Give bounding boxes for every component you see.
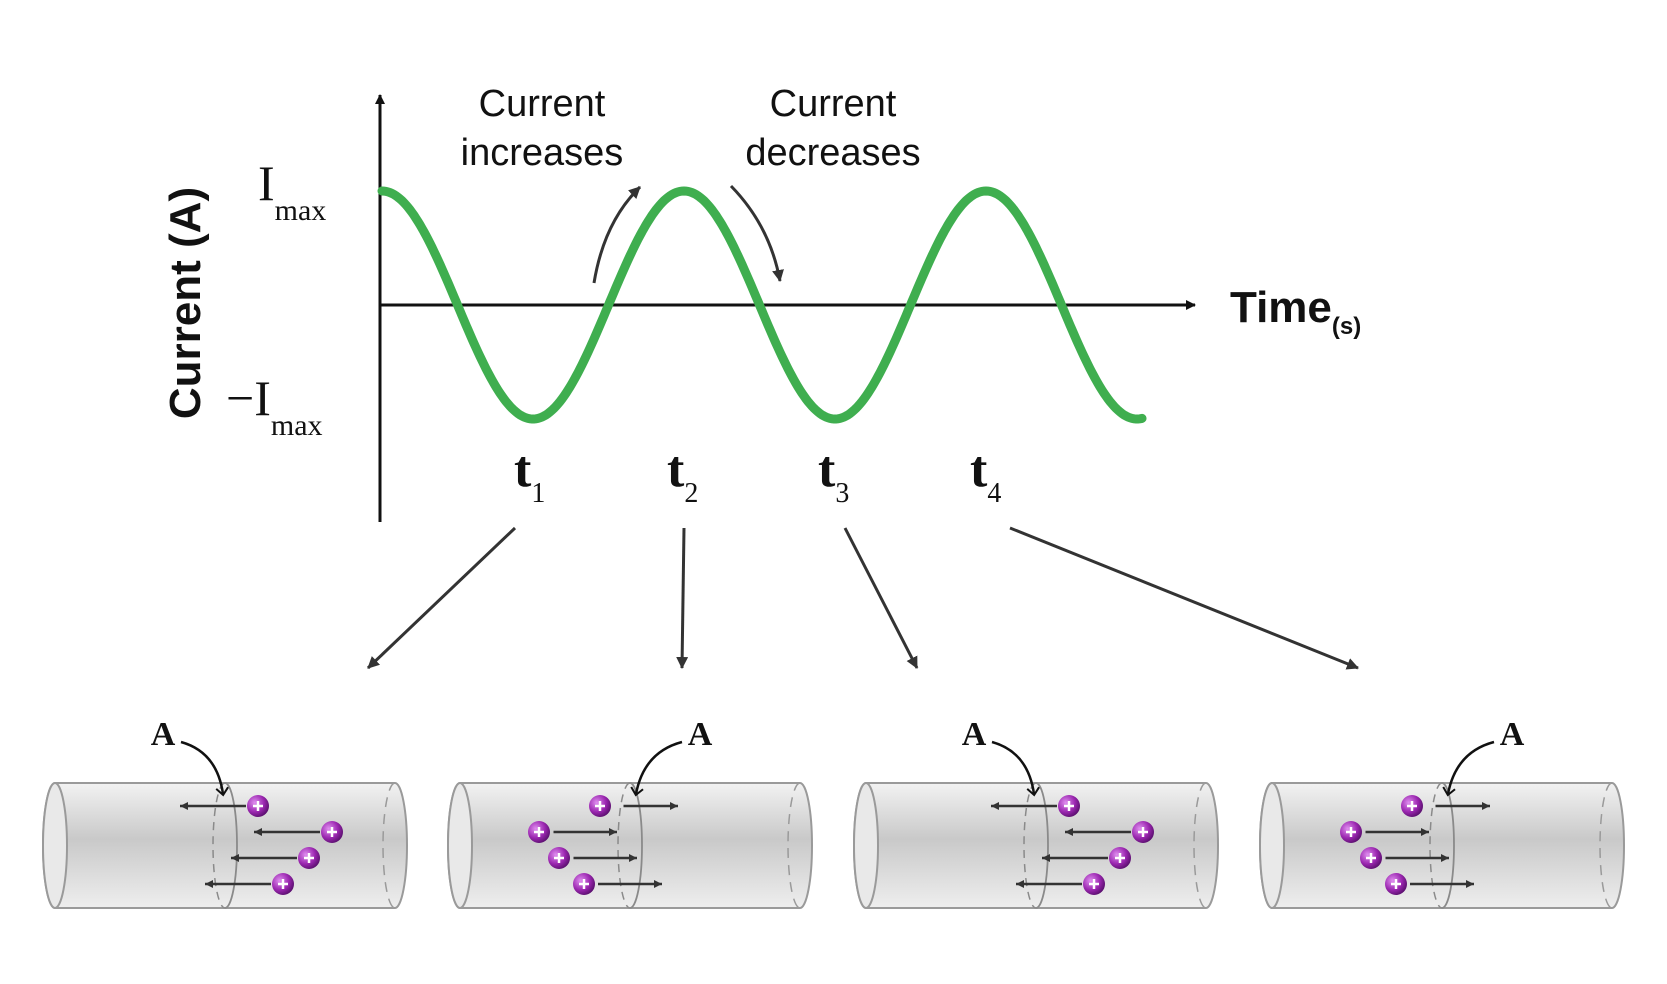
- wire-end: [853, 782, 879, 909]
- svg-text:t4: t4: [970, 441, 1001, 509]
- current-wave: [377, 186, 1147, 424]
- plus-sign-icon: [1407, 801, 1417, 811]
- wire-4: A: [1259, 716, 1625, 909]
- plus-sign-icon: [1391, 879, 1401, 889]
- pointer-arrow-t4: [1009, 526, 1359, 670]
- plus-sign-icon: [534, 827, 544, 837]
- pointer-arrow-t3: [843, 527, 919, 669]
- cross-section: [224, 782, 238, 909]
- plus-sign-icon: [1089, 879, 1099, 889]
- plus-sign-icon: [1366, 853, 1376, 863]
- svg-text:t3: t3: [818, 441, 849, 509]
- cross-section: [1035, 782, 1049, 909]
- wire-3: A: [853, 716, 1219, 909]
- plus-sign-icon: [554, 853, 564, 863]
- svg-text:−Imax: −Imax: [226, 370, 323, 442]
- svg-text:Current: Current: [479, 83, 606, 125]
- wire-end: [1259, 782, 1285, 909]
- wire-2: A: [447, 716, 813, 909]
- svg-text:Current: Current: [770, 83, 897, 125]
- time-mark-t1: t1: [514, 441, 545, 509]
- wire-back-edge: [1193, 782, 1207, 909]
- annotation-current-increases: Current increases: [461, 83, 624, 174]
- cross-section-label: A: [962, 716, 987, 753]
- cross-section-pointer: [180, 740, 229, 797]
- plus-sign-icon: [253, 801, 263, 811]
- wire-1: A: [42, 716, 408, 909]
- time-mark-t4: t4: [970, 441, 1001, 509]
- decrease-arrow: [729, 184, 784, 282]
- plus-sign-icon: [304, 853, 314, 863]
- plus-sign-icon: [1138, 827, 1148, 837]
- y-min-label: −Imax: [226, 370, 323, 442]
- svg-text:Imax: Imax: [258, 155, 326, 227]
- cross-section-pointer: [630, 740, 683, 797]
- wire-end: [447, 782, 473, 909]
- time-mark-t2: t2: [667, 441, 698, 509]
- annotation-current-decreases: Current decreases: [745, 83, 920, 174]
- plus-sign-icon: [1346, 827, 1356, 837]
- wire-body: [1259, 782, 1625, 909]
- plus-sign-icon: [1064, 801, 1074, 811]
- cross-section-label: A: [688, 716, 713, 753]
- svg-text:increases: increases: [461, 132, 624, 174]
- cross-section-label: A: [151, 716, 176, 753]
- wire-body: [42, 782, 408, 909]
- y-axis-label: Current (A): [161, 187, 210, 419]
- increase-arrow: [592, 185, 642, 284]
- wire-back-edge: [787, 782, 801, 909]
- cross-section-pointer: [1442, 740, 1495, 797]
- plus-sign-icon: [579, 879, 589, 889]
- time-mark-t3: t3: [818, 441, 849, 509]
- wire-end: [42, 782, 68, 909]
- wire-back-edge: [382, 782, 396, 909]
- svg-text:t2: t2: [667, 441, 698, 509]
- plus-sign-icon: [1115, 853, 1125, 863]
- wire-body: [447, 782, 813, 909]
- cross-section-label: A: [1500, 716, 1525, 753]
- cross-section-pointer: [991, 740, 1040, 797]
- y-max-label: Imax: [258, 155, 326, 227]
- svg-text:t1: t1: [514, 441, 545, 509]
- pointer-arrow-t1: [366, 526, 517, 670]
- plus-sign-icon: [278, 879, 288, 889]
- plus-sign-icon: [595, 801, 605, 811]
- plus-sign-icon: [327, 827, 337, 837]
- wire-back-edge: [1599, 782, 1613, 909]
- wire-body: [853, 782, 1219, 909]
- svg-text:Time(s): Time(s): [1230, 283, 1361, 340]
- svg-text:decreases: decreases: [745, 132, 920, 174]
- pointer-arrow-t2: [676, 527, 689, 669]
- x-axis-label: Time(s): [1230, 283, 1361, 340]
